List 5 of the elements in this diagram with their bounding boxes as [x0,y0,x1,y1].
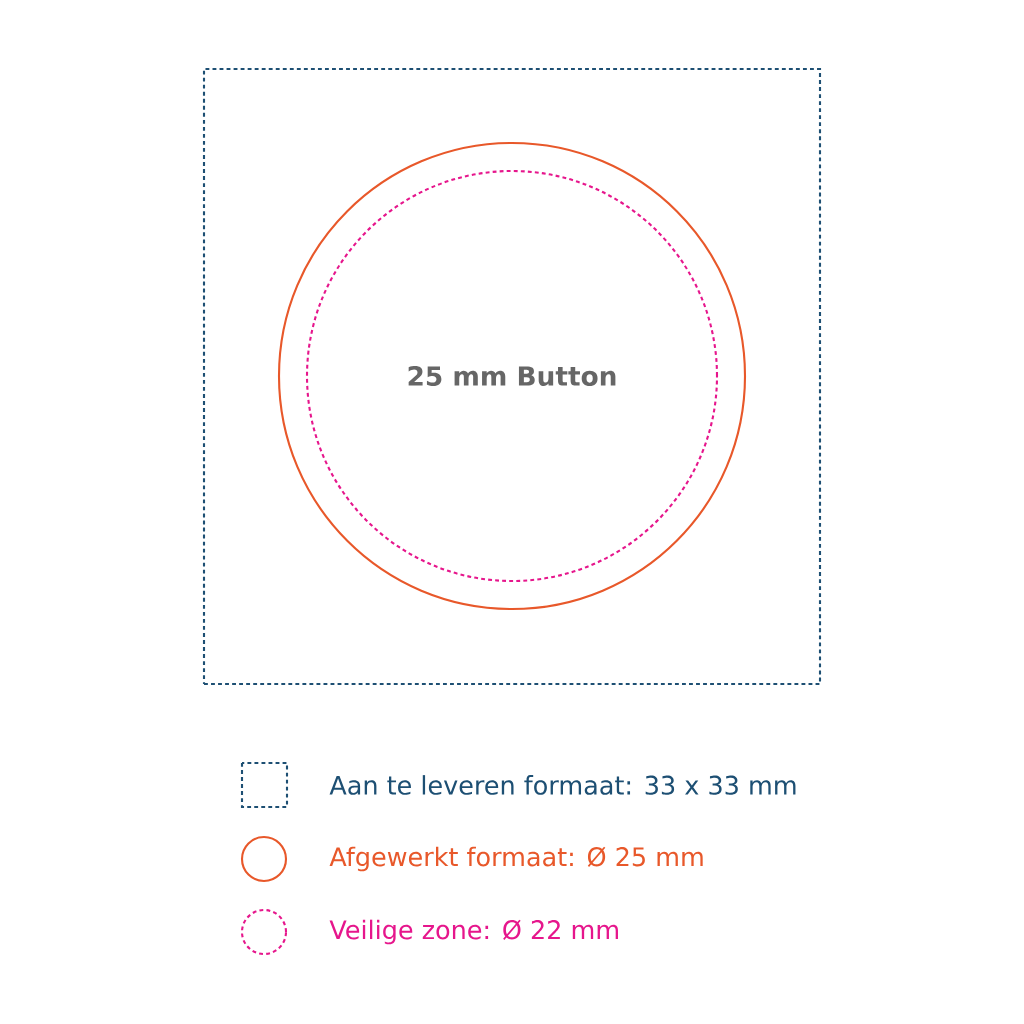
legend-text: Veilige zone: Ø 22 mm [329,919,618,945]
circle-outline [277,141,747,611]
legend-text: Afgewerkt formaat: Ø 25 mm [329,846,703,872]
legend-text: Aan te leveren formaat: 33 x 33 mm [329,775,796,795]
trim-square [202,67,822,686]
